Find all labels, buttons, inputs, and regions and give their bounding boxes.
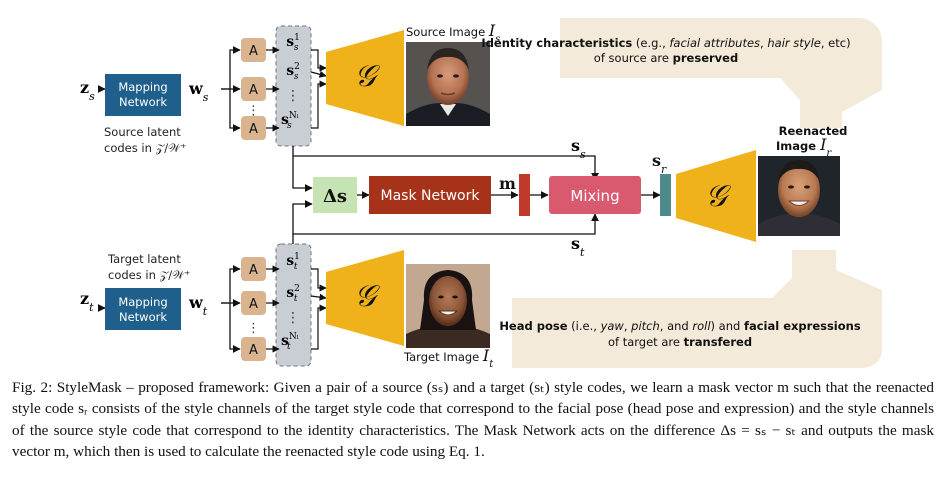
target-latent-caption-1: Target latent xyxy=(107,252,181,266)
target-style-ellipsis: ⋮ xyxy=(286,310,300,326)
source-affine-ellipsis: ⋮ xyxy=(247,104,260,119)
reenacted-generator xyxy=(676,150,756,242)
target-image-label: Target Image It xyxy=(403,346,494,370)
target-affine-label-1: A xyxy=(249,263,258,278)
target-affine-1 xyxy=(241,257,266,281)
source-affine-label-2: A xyxy=(249,83,258,98)
target-latent-caption-2: codes in 𝒵/𝒲⁺ xyxy=(108,268,190,282)
delta-s-box xyxy=(313,177,357,213)
source-latent-caption-2: codes in 𝒵/𝒲⁺ xyxy=(104,141,186,155)
target-mapping-label-1: Mapping xyxy=(118,295,167,309)
mask-vector-label: m xyxy=(499,174,516,193)
target-affine-ellipsis: ⋮ xyxy=(247,321,260,336)
reenacted-image xyxy=(758,156,840,236)
w-target-var: wt xyxy=(188,293,208,318)
source-affine-3 xyxy=(241,116,266,140)
framework-diagram: zs Mapping Network Source latent codes i… xyxy=(80,18,882,370)
source-mapping-label-1: Mapping xyxy=(118,80,167,94)
target-affine-label-3: A xyxy=(249,343,258,358)
pose-note-line-1: Head pose (i.e., yaw, pitch, and roll) a… xyxy=(499,319,861,333)
identity-note-line-1: Identity characteristics (e.g., facial a… xyxy=(481,36,850,50)
source-affine-label-1: A xyxy=(249,44,258,59)
source-image xyxy=(406,42,490,126)
mask-network-label: Mask Network xyxy=(381,188,481,204)
target-affine-2 xyxy=(241,291,266,315)
target-affine-label-2: A xyxy=(249,297,258,312)
source-style-ellipsis: ⋮ xyxy=(286,88,300,104)
reenacted-style-bar xyxy=(660,174,671,216)
w-source-var: ws xyxy=(188,79,209,104)
source-affine-1 xyxy=(241,38,266,62)
source-image-label: Source Image Is xyxy=(406,21,500,45)
target-image xyxy=(406,264,490,348)
mixing-block xyxy=(549,176,641,214)
source-generator xyxy=(326,30,404,126)
source-latent-caption-1: Source latent xyxy=(104,125,181,139)
delta-s-label: Δs xyxy=(323,186,347,207)
pose-note-line-2: of target are transfered xyxy=(608,335,752,349)
mask-network xyxy=(369,176,491,214)
pose-callout xyxy=(512,250,882,368)
target-mapping-network xyxy=(105,288,181,330)
source-mapping-network xyxy=(105,74,181,116)
target-affine-3 xyxy=(241,337,266,361)
mixing-label: Mixing xyxy=(570,187,619,205)
target-mapping-label-2: Network xyxy=(119,310,167,324)
source-affine-2 xyxy=(241,77,266,101)
s-reenacted-var: sr xyxy=(652,151,667,176)
source-mapping-label-2: Network xyxy=(119,95,167,109)
reenacted-label-line-1: Reenacted xyxy=(779,124,848,138)
figure-caption: Fig. 2: StyleMask – proposed framework: … xyxy=(12,379,934,460)
target-latent-var: zt xyxy=(80,289,94,314)
identity-note-line-2: of source are preserved xyxy=(594,51,738,65)
source-affine-label-3: A xyxy=(249,122,258,137)
source-latent-var: zs xyxy=(80,78,95,103)
mask-vector-bar xyxy=(519,174,530,216)
reenacted-label-line-2: Image Ir xyxy=(776,135,832,159)
target-generator xyxy=(326,250,404,346)
s-source-var: ss xyxy=(571,136,586,161)
s-target-var: st xyxy=(571,234,585,259)
identity-callout xyxy=(560,18,882,128)
